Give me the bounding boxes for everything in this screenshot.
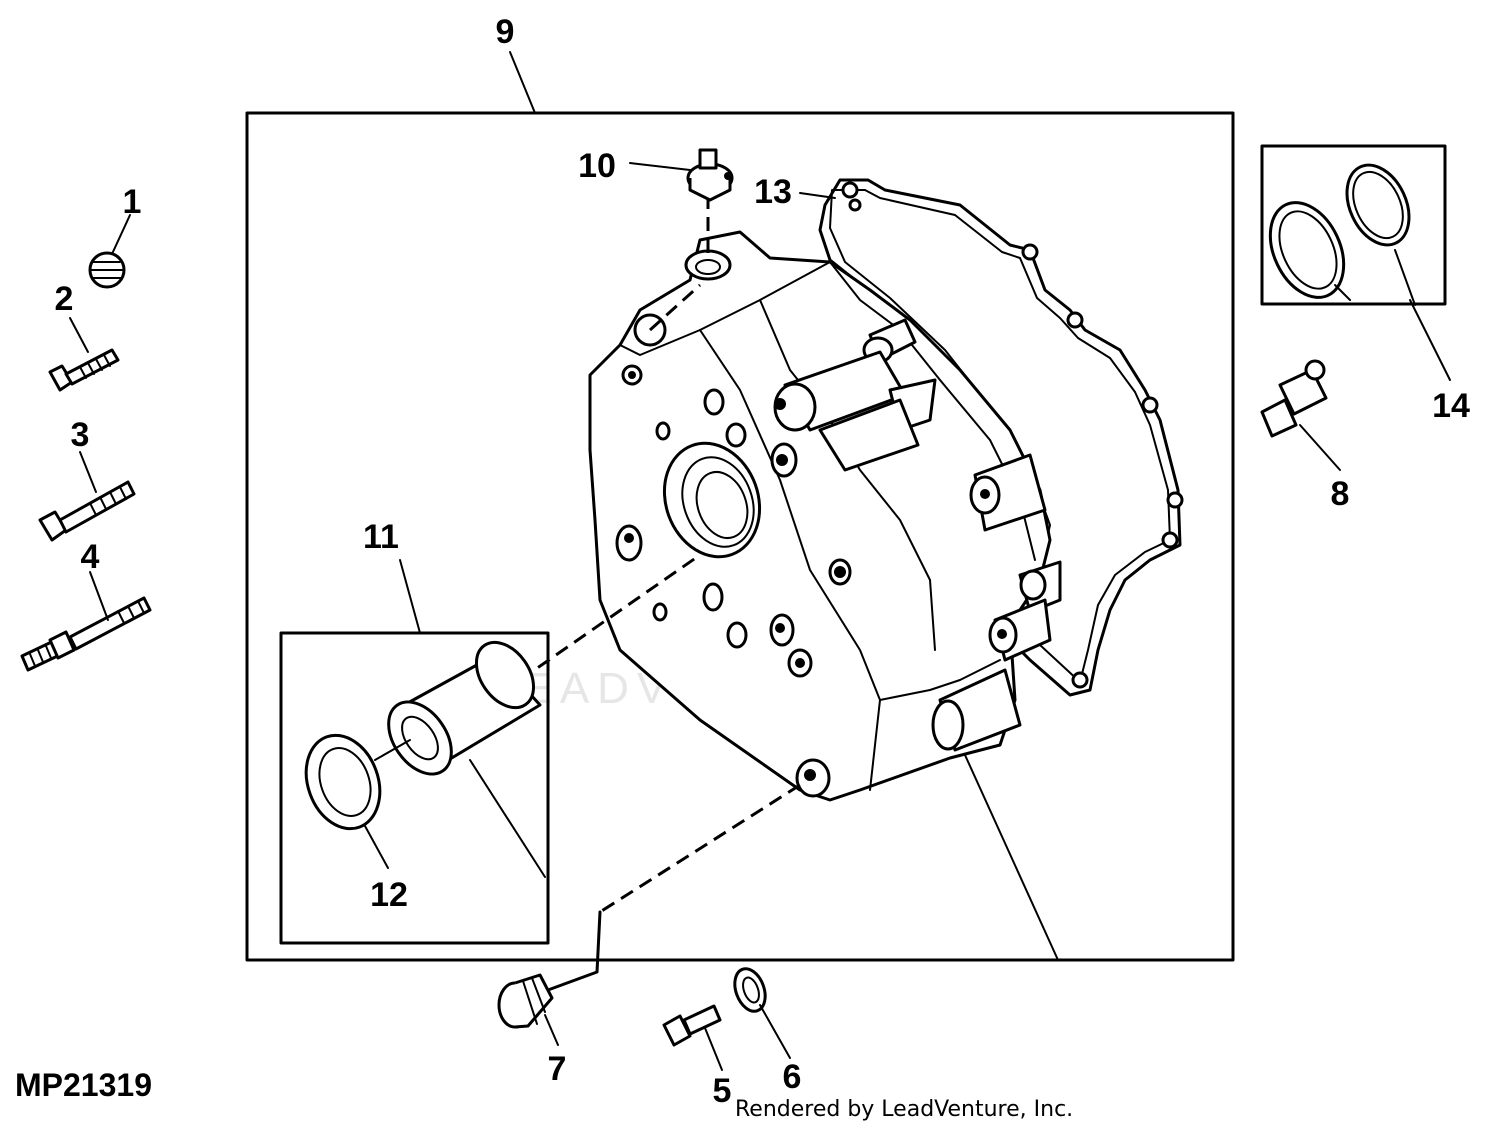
bushing-kit-frame <box>279 631 550 945</box>
small-bolt-part <box>662 1004 722 1047</box>
assembly-lines <box>519 195 801 992</box>
fitting-part <box>1260 359 1328 438</box>
callout-9: 9 <box>496 13 515 51</box>
callout-10: 10 <box>578 147 616 185</box>
thrust-washer-part <box>304 733 411 831</box>
callout-13: 13 <box>754 173 792 211</box>
callout-1: 1 <box>123 183 142 221</box>
callout-8: 8 <box>1331 475 1350 513</box>
housing-ribs <box>773 318 1062 752</box>
long-bolt-part <box>38 480 136 542</box>
figure-id: MP21319 <box>15 1067 152 1103</box>
stud-part <box>20 596 152 672</box>
seal-kit-parts <box>1268 163 1411 299</box>
washer-part <box>733 967 767 1013</box>
credit-text: Rendered by LeadVenture, Inc. <box>735 1097 1073 1122</box>
callout-2: 2 <box>55 280 74 318</box>
callout-12: 12 <box>370 876 408 914</box>
assembly-frame <box>245 111 1235 962</box>
seal-bore <box>662 441 762 559</box>
seal-kit-frame <box>1260 144 1447 306</box>
callout-5: 5 <box>713 1072 732 1110</box>
callout-4: 4 <box>81 538 100 576</box>
plug-part <box>88 251 126 289</box>
crankcase-cover <box>588 230 1062 802</box>
bushing-part <box>387 640 542 776</box>
breather-part <box>686 148 734 202</box>
callout-11: 11 <box>363 518 399 556</box>
callout-6: 6 <box>783 1058 802 1096</box>
drain-plug-part <box>497 973 554 1029</box>
leader-lines <box>69 51 1451 1071</box>
callout-3: 3 <box>71 416 90 454</box>
short-bolt-part <box>48 348 120 392</box>
callout-7: 7 <box>548 1050 567 1088</box>
callout-14: 14 <box>1432 387 1470 425</box>
housing-holes <box>615 388 852 798</box>
